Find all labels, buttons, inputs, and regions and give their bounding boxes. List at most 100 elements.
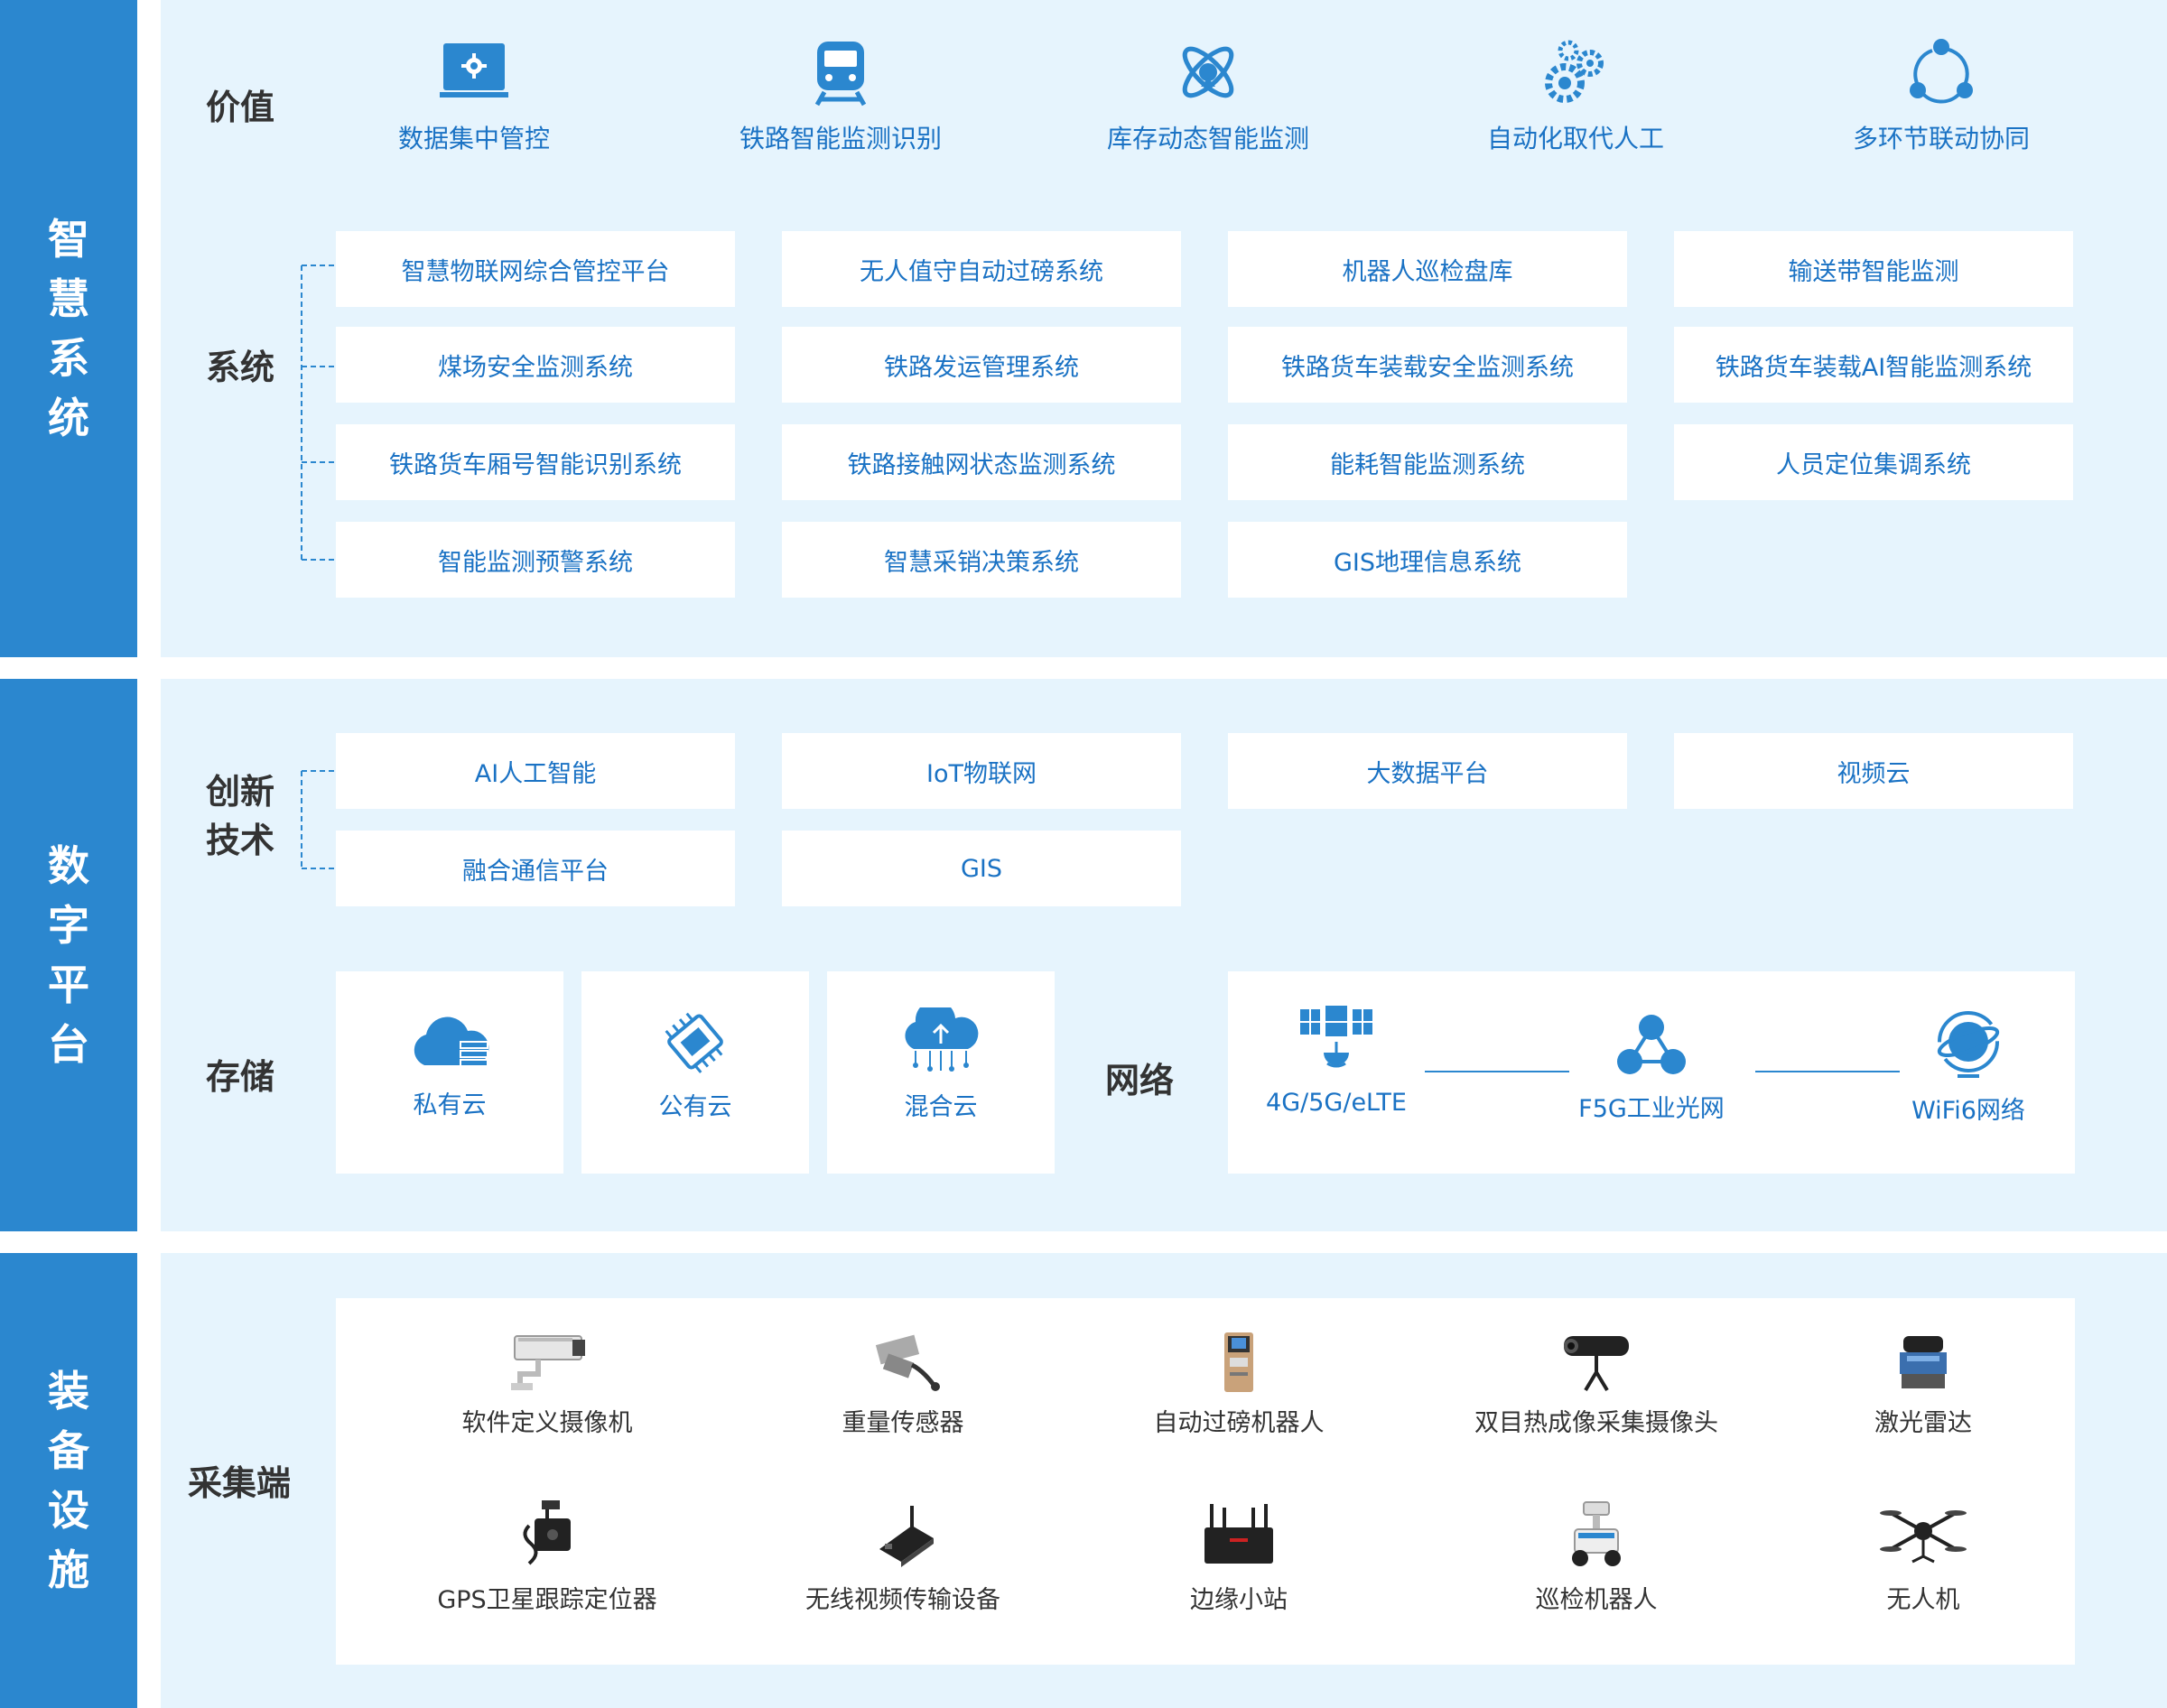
network-item-label: WiFi6网络	[1911, 1097, 2025, 1125]
security-camera-icon	[511, 1335, 585, 1390]
equipment-item: 边缘小站	[1058, 1499, 1419, 1615]
storage-label: 存储	[206, 1057, 275, 1097]
tech-box: GIS	[782, 831, 1181, 906]
value-item: 数据集中管控	[293, 36, 655, 155]
value-label: 价值	[206, 88, 275, 127]
equipment-item-label: 自动过磅机器人	[1153, 1409, 1325, 1437]
system-box: 智慧物联网综合管控平台	[336, 231, 735, 307]
value-item: 库存动态智能监测	[1028, 36, 1389, 155]
system-box: 智能监测预警系统	[336, 522, 735, 598]
network-item: 4G/5G/eLTE	[1246, 1004, 1427, 1117]
system-box: 无人值守自动过磅系统	[782, 231, 1181, 307]
equipment-item-label: 双目热成像采集摄像头	[1474, 1409, 1718, 1437]
tech-box: 视频云	[1674, 733, 2073, 809]
equipment-item: 自动过磅机器人	[1058, 1331, 1419, 1438]
drone-icon	[1880, 1510, 1967, 1564]
system-box: 输送带智能监测	[1674, 231, 2073, 307]
tech-box: AI人工智能	[336, 733, 735, 809]
value-item-label: 自动化取代人工	[1486, 124, 1664, 153]
tech-box: 大数据平台	[1228, 733, 1627, 809]
sidebar-smart-system: 智慧系统	[0, 0, 137, 657]
equipment-item: 重量传感器	[722, 1331, 1084, 1438]
equipment-item: 无人机	[1743, 1499, 2104, 1615]
storage-item-label: 公有云	[658, 1093, 732, 1121]
network-nodes-icon	[1617, 1015, 1686, 1074]
system-label: 系统	[206, 348, 275, 387]
equipment-item-label: 边缘小站	[1190, 1586, 1288, 1614]
network-item-label: 4G/5G/eLTE	[1266, 1089, 1407, 1117]
atom-icon	[1182, 46, 1234, 98]
public-cloud-chip-icon	[665, 1012, 723, 1073]
system-box: 能耗智能监测系统	[1228, 424, 1627, 500]
storage-item: 私有云	[336, 1011, 563, 1120]
system-box: 智慧采销决策系统	[782, 522, 1181, 598]
equipment-item: 激光雷达	[1743, 1331, 2104, 1438]
equipment-item: 无线视频传输设备	[722, 1499, 1084, 1615]
equipment-item: 巡检机器人	[1416, 1499, 1777, 1615]
value-item-label: 库存动态智能监测	[1106, 124, 1309, 153]
equipment-item-label: 激光雷达	[1874, 1409, 1972, 1437]
system-box: 铁路货车装载安全监测系统	[1228, 327, 1627, 403]
network-label: 网络	[1105, 1061, 1175, 1100]
sidebar-char: 统	[48, 394, 89, 442]
wireless-video-transmitter-icon	[879, 1506, 934, 1567]
satellite-icon	[1300, 1006, 1372, 1068]
lidar-icon	[1900, 1336, 1947, 1388]
private-cloud-icon	[414, 1016, 489, 1067]
system-box: GIS地理信息系统	[1228, 522, 1627, 598]
equipment-item: 双目热成像采集摄像头	[1416, 1331, 1777, 1438]
storage-card: 私有云	[336, 971, 563, 1174]
network-link-line	[1755, 1071, 1900, 1072]
weighing-robot-kiosk-icon	[1224, 1332, 1253, 1392]
panel-smart-system: 价值 数据集中管控 铁路智能监测识别 库存动态智能监测	[161, 0, 2167, 657]
sidebar-equipment: 装备设施	[0, 1253, 137, 1708]
tech-box: IoT物联网	[782, 733, 1181, 809]
innovation-label-line: 创新	[206, 772, 275, 812]
storage-item: 混合云	[827, 1007, 1055, 1122]
network-item: F5G工业光网	[1561, 1011, 1742, 1124]
storage-card: 混合云	[827, 971, 1055, 1174]
inspection-robot-icon	[1572, 1501, 1621, 1566]
equipment-item-label: 软件定义摄像机	[461, 1409, 633, 1437]
equipment-item-label: 无线视频传输设备	[805, 1586, 1000, 1614]
system-box: 煤场安全监测系统	[336, 327, 735, 403]
value-item-label: 数据集中管控	[397, 124, 550, 153]
value-item: 铁路智能监测识别	[660, 36, 1021, 155]
sidebar-char: 智	[48, 215, 89, 264]
equipment-item-label: 巡检机器人	[1535, 1586, 1658, 1614]
equipment-card: 软件定义摄像机 重量传感器 自动过磅机器人	[336, 1298, 2075, 1665]
sidebar-char: 施	[48, 1546, 89, 1594]
sidebar-char: 台	[48, 1020, 89, 1069]
system-box: 铁路货车厢号智能识别系统	[336, 424, 735, 500]
system-box: 铁路货车装载AI智能监测系统	[1674, 327, 2073, 403]
panel-digital-platform: 创新 技术 AI人工智能 IoT物联网 大数据平台 视频云 融合通信平台 GIS…	[161, 679, 2167, 1231]
network-item: WiFi6网络	[1878, 1007, 2059, 1126]
value-item: 多环节联动协同	[1761, 36, 2122, 155]
equipment-item-label: GPS卫星跟踪定位器	[437, 1586, 657, 1614]
sidebar-char: 慧	[48, 274, 89, 323]
innovation-label-line: 技术	[206, 821, 275, 860]
equipment-item-label: 重量传感器	[842, 1409, 964, 1437]
equipment-item: GPS卫星跟踪定位器	[367, 1499, 728, 1615]
sidebar-char: 装	[48, 1367, 89, 1416]
storage-item: 公有云	[581, 1007, 809, 1122]
thermal-camera-icon	[1564, 1336, 1629, 1392]
weight-sensor-icon	[875, 1334, 940, 1391]
system-box: 机器人巡检盘库	[1228, 231, 1627, 307]
sidebar-char: 系	[48, 334, 89, 383]
system-box: 人员定位集调系统	[1674, 424, 2073, 500]
sidebar-char: 平	[48, 961, 89, 1009]
edge-station-router-icon	[1204, 1504, 1273, 1564]
gps-tracker-icon	[523, 1500, 571, 1565]
globe-satellite-icon	[1937, 1011, 2000, 1078]
value-item: 自动化取代人工	[1395, 36, 1756, 155]
hybrid-cloud-icon	[905, 1007, 979, 1072]
sidebar-char: 数	[48, 841, 89, 890]
network-link-line	[1425, 1071, 1569, 1072]
storage-card: 公有云	[581, 971, 809, 1174]
collection-label: 采集端	[188, 1463, 292, 1503]
sidebar-char: 设	[48, 1486, 89, 1535]
sidebar-digital-platform: 数字平台	[0, 679, 137, 1231]
innovation-label: 创新 技术	[206, 767, 274, 865]
cycle-icon	[1910, 39, 1973, 104]
